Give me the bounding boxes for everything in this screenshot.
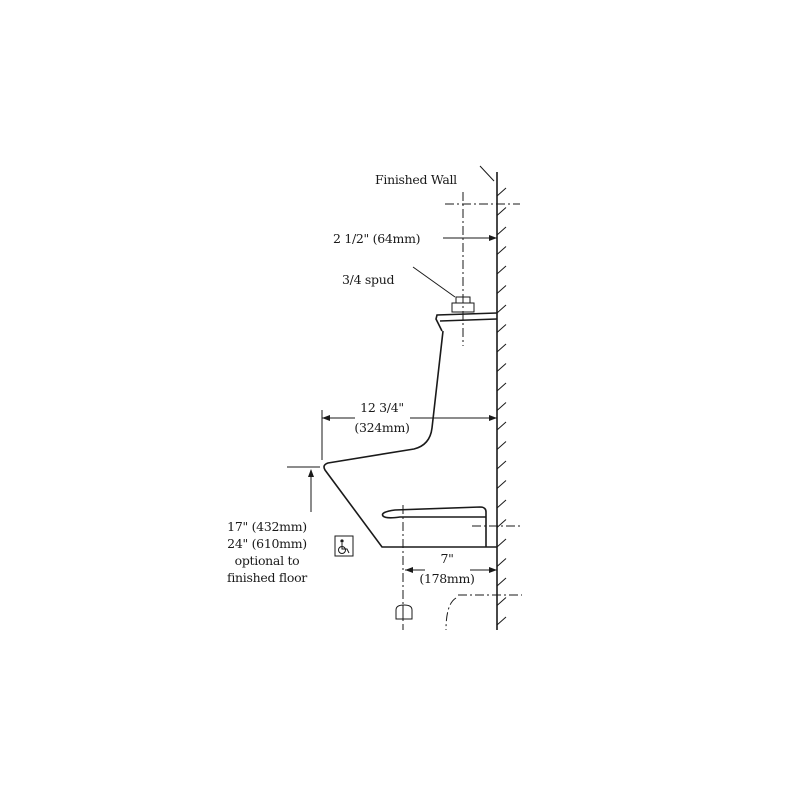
projection-mm-label: (324mm) bbox=[354, 420, 409, 435]
wall-hatch-mark bbox=[496, 421, 507, 431]
spud-fitting bbox=[451, 296, 475, 313]
wall-hatch-mark bbox=[496, 246, 507, 255]
finished-wall bbox=[496, 172, 507, 630]
rim-height-line-3: optional to bbox=[235, 553, 300, 568]
outlet-mm-label: (178mm) bbox=[419, 571, 474, 586]
spud-offset-dimension bbox=[443, 235, 497, 241]
wall-hatch-mark bbox=[496, 285, 507, 294]
wall-hatch-mark bbox=[496, 441, 507, 450]
wall-hatch-mark bbox=[496, 324, 507, 333]
projection-dimension bbox=[321, 410, 497, 460]
spud-leader bbox=[412, 266, 456, 298]
projection-inches-label: 12 3/4" bbox=[360, 400, 404, 415]
outlet-dimension bbox=[405, 567, 497, 573]
wall-hatch-mark bbox=[496, 480, 507, 489]
wall-hatch-mark bbox=[496, 304, 507, 314]
wall-hatch-mark bbox=[496, 402, 507, 411]
rim-height-dimension bbox=[287, 466, 320, 512]
urinal-body bbox=[323, 312, 498, 548]
drain-symbol bbox=[395, 604, 413, 620]
wall-hatch-mark bbox=[496, 382, 507, 392]
spud-label: 3/4 spud bbox=[342, 272, 394, 287]
wheelchair-accessible-icon bbox=[334, 535, 354, 557]
wall-hatch-mark bbox=[496, 499, 507, 509]
wall-hatch-mark bbox=[496, 460, 507, 470]
wall-hatch-mark bbox=[496, 207, 507, 216]
wall-hatch-mark bbox=[496, 363, 507, 372]
wall-hatch-mark bbox=[496, 187, 507, 197]
wall-hatch-mark bbox=[496, 558, 507, 567]
wall-hatch-mark bbox=[496, 343, 507, 353]
wall-hatch-mark bbox=[496, 577, 507, 587]
wall-hatch-mark bbox=[496, 538, 507, 548]
rim-height-line-1: 17" (432mm) bbox=[227, 519, 307, 534]
wall-hatch-mark bbox=[496, 616, 507, 626]
rim-height-line-4: finished floor bbox=[227, 570, 307, 585]
wall-hatch-mark bbox=[496, 265, 507, 275]
outlet-inches-label: 7" bbox=[440, 551, 453, 566]
rim-height-line-2: 24" (610mm) bbox=[227, 536, 307, 551]
spud-offset-label: 2 1/2" (64mm) bbox=[333, 231, 420, 246]
wall-hatch-mark bbox=[496, 519, 507, 528]
wall-hatch-mark bbox=[496, 226, 507, 236]
wall-hatch-mark bbox=[496, 597, 507, 606]
finished-wall-label: Finished Wall bbox=[375, 172, 457, 187]
waste-pipe-outline bbox=[445, 597, 457, 631]
finished-wall-leader bbox=[479, 165, 495, 182]
